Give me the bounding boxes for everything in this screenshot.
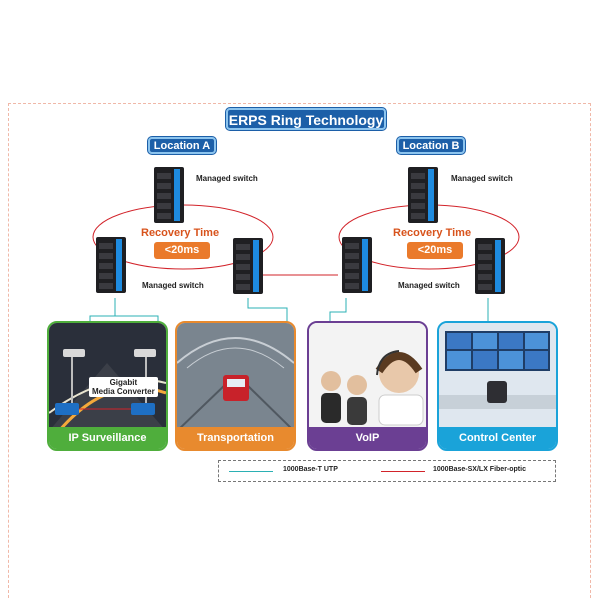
location-b-label: Location B — [397, 137, 465, 154]
panel-label-voip: VoIP — [309, 427, 426, 449]
panel-label-transportation: Transportation — [177, 427, 294, 449]
switch-b-right — [475, 238, 505, 294]
legend-utp-label: 1000Base-T UTP — [283, 466, 338, 473]
panel-voip: VoIP — [307, 321, 428, 451]
camera-icon — [134, 349, 156, 357]
media-converter-label-line2: Media Converter — [92, 387, 155, 396]
switch-label-a-top: Managed switch — [196, 174, 258, 183]
switch-label-b-bottom: Managed switch — [398, 281, 460, 290]
legend-fiber-label: 1000Base-SX/LX Fiber-optic — [433, 466, 526, 473]
panel-label-control-center: Control Center — [439, 427, 556, 449]
dashed-frame — [8, 103, 591, 598]
media-converter-label: Gigabit Media Converter — [89, 377, 158, 397]
recovery-time-a-label: Recovery Time — [141, 227, 220, 239]
panel-label-ip-surveillance: IP Surveillance — [49, 427, 166, 449]
recovery-time-a-value: <20ms — [154, 242, 210, 259]
switch-a-left — [96, 237, 126, 293]
switch-a-right — [233, 238, 263, 294]
legend-fiber-line — [381, 471, 425, 472]
switch-b-left — [342, 237, 372, 293]
headset-icon — [376, 350, 400, 376]
legend-utp-line — [229, 471, 273, 472]
recovery-time-b-label: Recovery Time — [393, 227, 472, 239]
media-converter-icon — [55, 403, 79, 415]
panel-transportation: Transportation — [175, 321, 296, 451]
switch-a-top — [154, 167, 184, 223]
switch-label-b-top: Managed switch — [451, 174, 513, 183]
media-converter-label-line1: Gigabit — [109, 378, 138, 387]
recovery-time-b-value: <20ms — [407, 242, 463, 259]
panel-control-center: Control Center — [437, 321, 558, 451]
voip-illustration — [309, 323, 426, 431]
chair-icon — [487, 381, 507, 403]
page-title: ERPS Ring Technology — [226, 108, 386, 130]
switch-b-top — [408, 167, 438, 223]
legend: 1000Base-T UTP 1000Base-SX/LX Fiber-opti… — [218, 460, 556, 482]
media-converter-icon — [131, 403, 155, 415]
control-center-illustration — [439, 323, 556, 431]
camera-icon — [63, 349, 85, 357]
location-a-label: Location A — [148, 137, 216, 154]
switch-label-a-bottom: Managed switch — [142, 281, 204, 290]
transportation-illustration — [177, 323, 294, 431]
utp-transport — [247, 298, 288, 330]
train-icon — [223, 375, 249, 401]
